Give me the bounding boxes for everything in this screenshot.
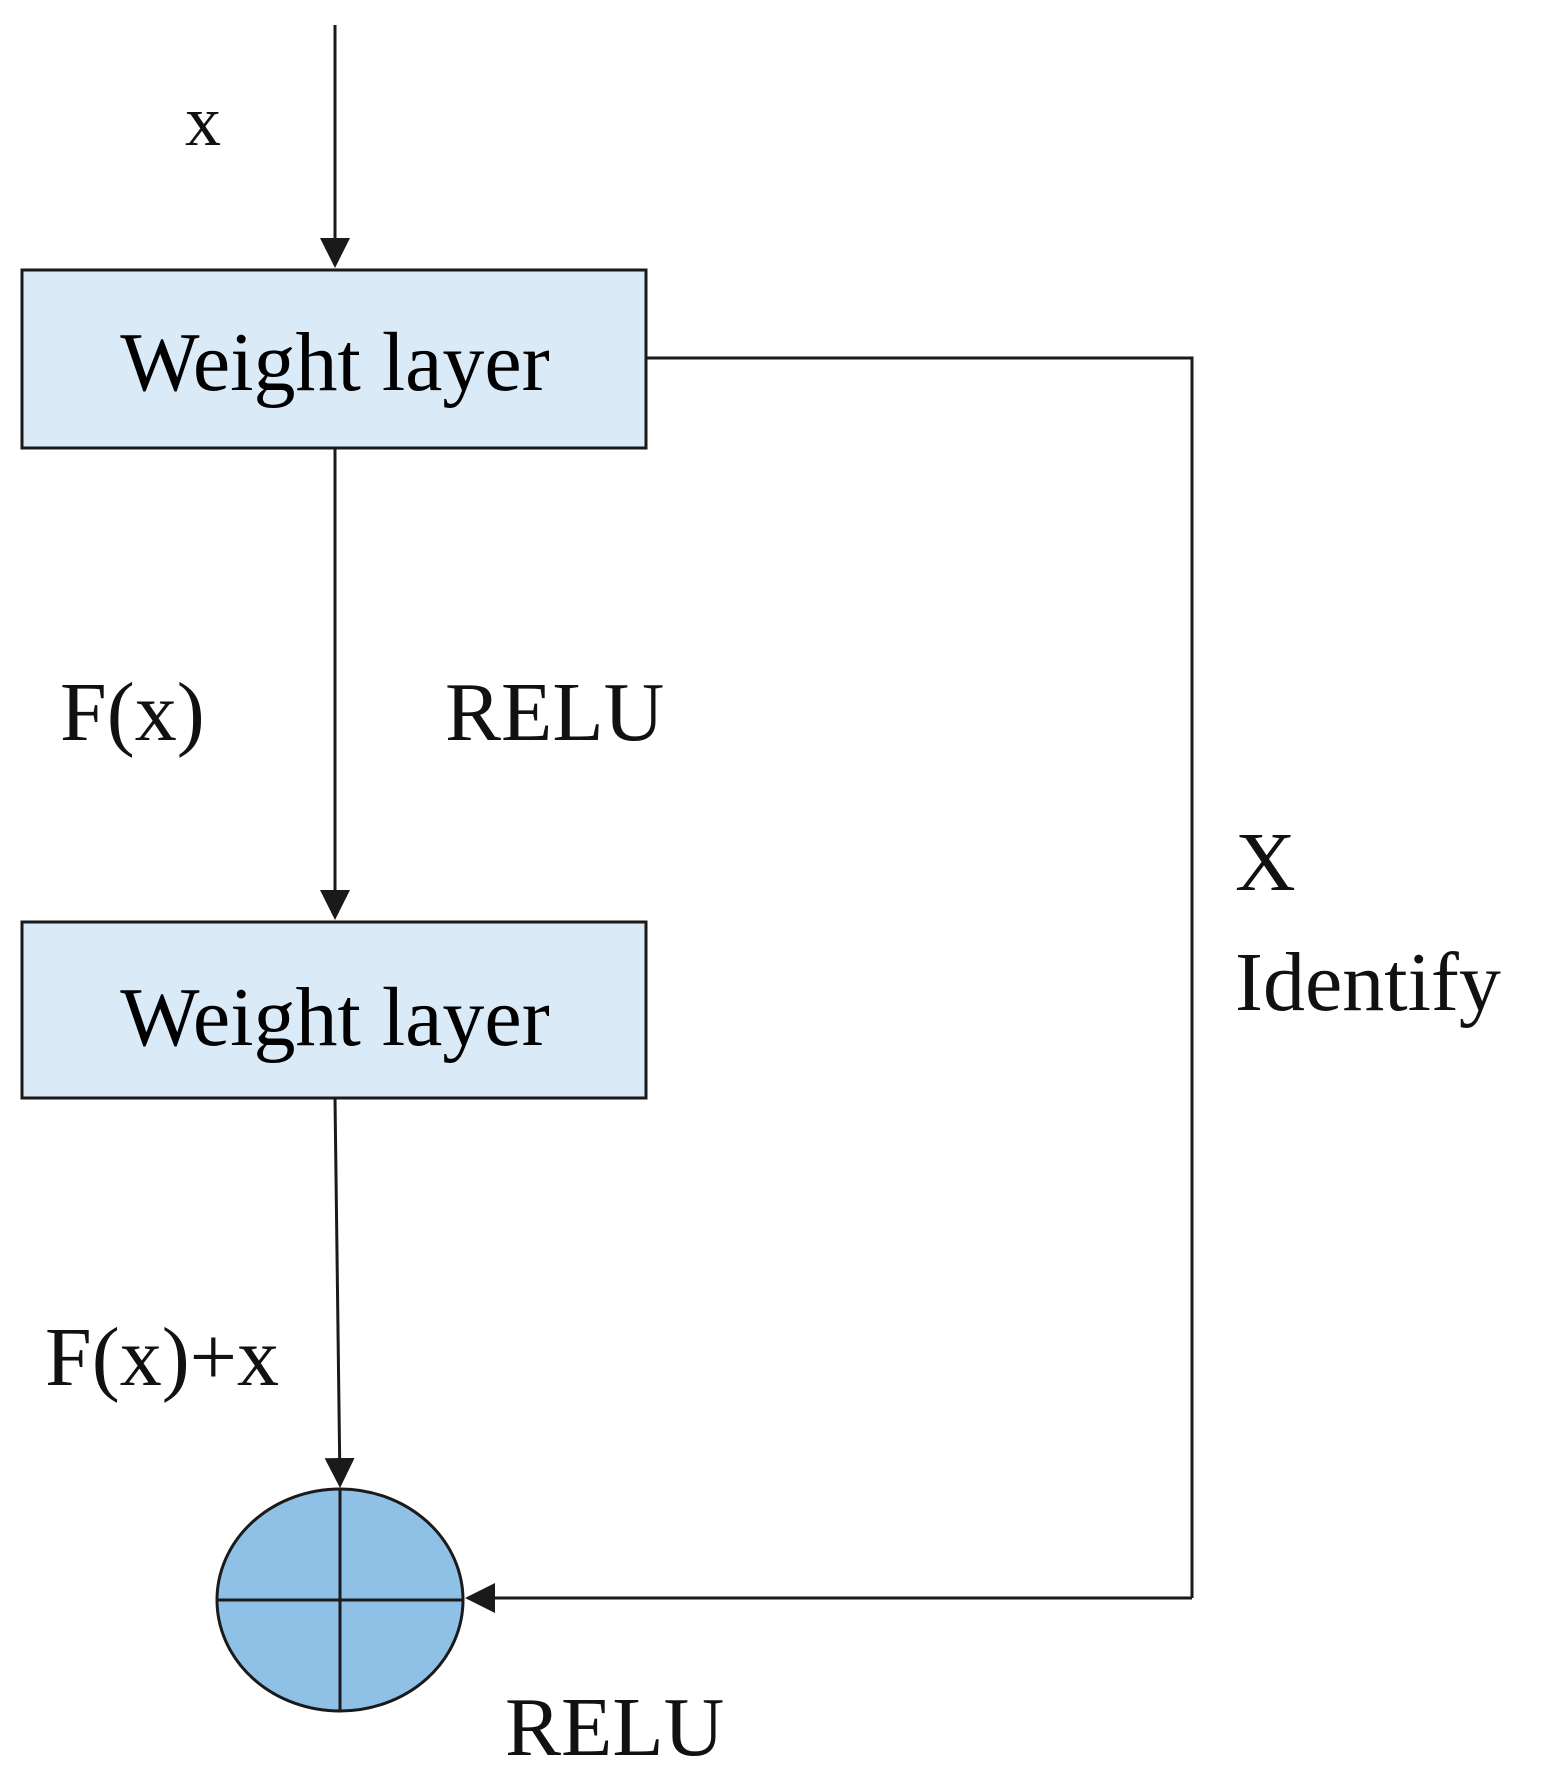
weight-layer-2-box [20, 920, 648, 1100]
weight-layer-2-label: Weight layer [120, 971, 549, 1064]
weight-layer-1: Weight layer [20, 268, 648, 450]
input-label: x [185, 81, 221, 161]
relu-middle-label: RELU [445, 666, 664, 759]
weight-layer-1-label: Weight layer [120, 316, 549, 409]
shortcut-identity-label: Identify [1235, 936, 1501, 1029]
shortcut-x-label: X [1235, 816, 1296, 909]
relu-bottom-label: RELU [505, 1681, 724, 1770]
identity-shortcut-line [646, 356, 1194, 1598]
sum-label: F(x)+x [45, 1311, 279, 1404]
fx-label: F(x) [60, 666, 205, 759]
sum-arrow [324, 1097, 355, 1488]
weight-layer-2: Weight layer [20, 920, 648, 1100]
sum-node [215, 1487, 465, 1713]
